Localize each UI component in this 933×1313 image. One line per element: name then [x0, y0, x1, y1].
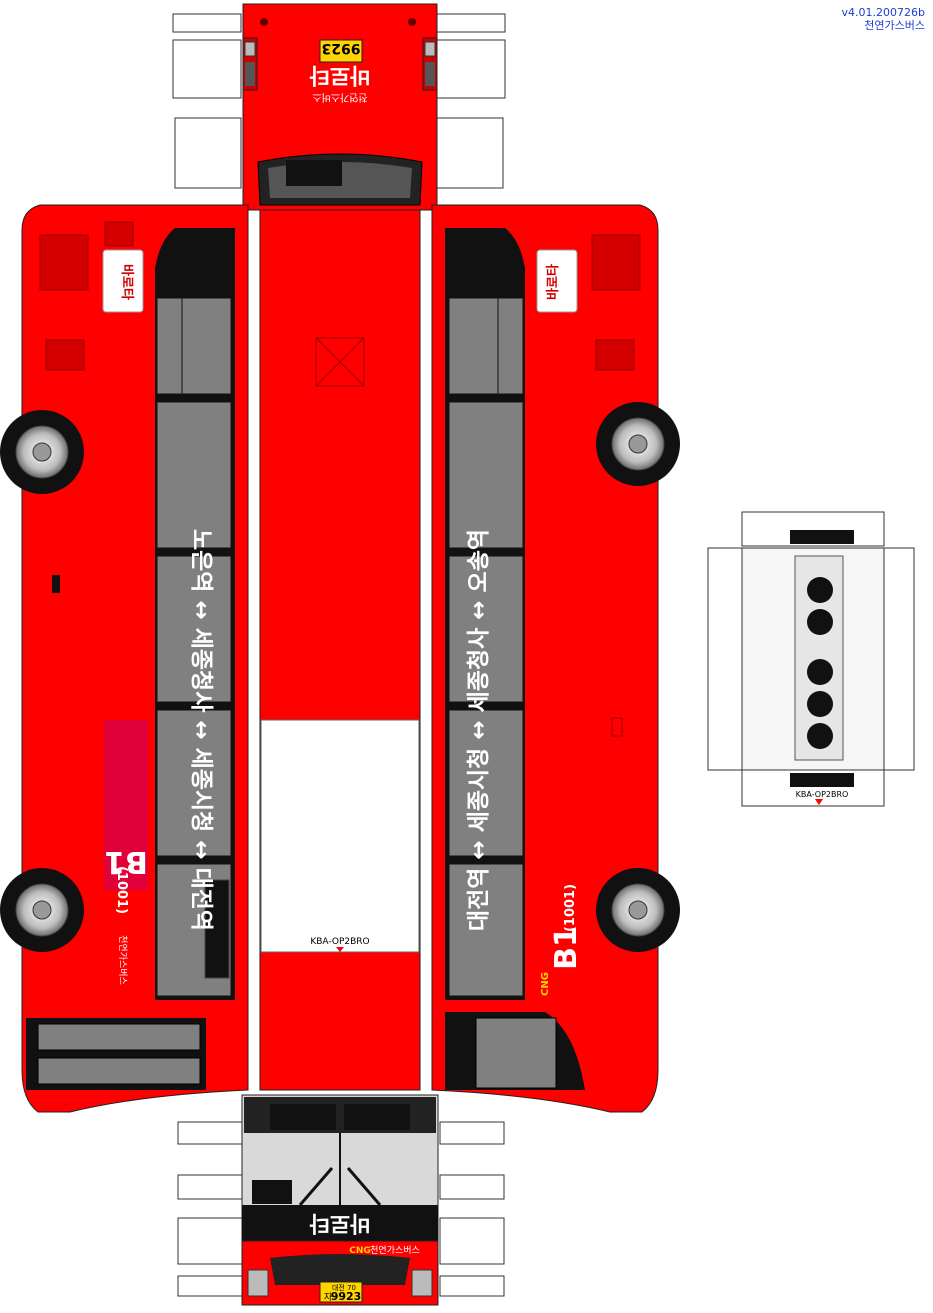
roof-detail-model-code: KBA-OP2BRO	[796, 790, 849, 799]
front-plate-region: 대전 70	[332, 1283, 356, 1292]
rear-flaps	[172, 13, 506, 189]
rear-logo: 바로타	[309, 62, 370, 87]
right-route-code: (1001)	[563, 884, 578, 932]
rear-cng-text: 천연가스버스	[312, 91, 367, 103]
left-route-number: B1	[104, 844, 148, 879]
roof-detail-piece	[707, 511, 915, 807]
rear-plate-number: 9923	[322, 40, 361, 56]
right-route-number: B1	[549, 926, 584, 970]
right-brand-logo: 바로타	[545, 264, 561, 300]
left-brand-logo: 바로타	[119, 264, 135, 300]
right-route-text: 대전역 ↔ 세종시청 ↔ 세종청사 ↔ 오송역	[466, 529, 492, 931]
front-cng-badge: CNG	[349, 1246, 371, 1256]
roof-model-code: KBA-OP2BRO	[310, 937, 369, 947]
front-cng-text: 천연가스버스	[370, 1245, 420, 1256]
roof-panel	[259, 209, 421, 1091]
front-panel	[241, 1094, 439, 1306]
version-code: v4.01.200726b	[841, 6, 925, 19]
version-operator: 천연가스버스	[864, 19, 925, 32]
front-logo: 바로타	[309, 1210, 370, 1235]
right-side-panel	[431, 204, 680, 1113]
left-cng-text: 천연가스버스	[117, 935, 128, 985]
left-route-text: 노은역 ↔ 세종청사 ↔ 세종시청 ↔ 대전역	[188, 529, 214, 931]
left-route-code: (1001)	[114, 866, 129, 914]
front-plate-number: 9923	[331, 1290, 362, 1303]
left-side-panel	[0, 204, 249, 1113]
right-cng-badge: CNG	[540, 972, 551, 996]
front-plate-mark: 자	[324, 1292, 333, 1303]
rear-panel	[242, 3, 438, 211]
front-flaps	[177, 1121, 505, 1297]
version-label: v4.01.200726b 천연가스버스	[842, 6, 925, 32]
